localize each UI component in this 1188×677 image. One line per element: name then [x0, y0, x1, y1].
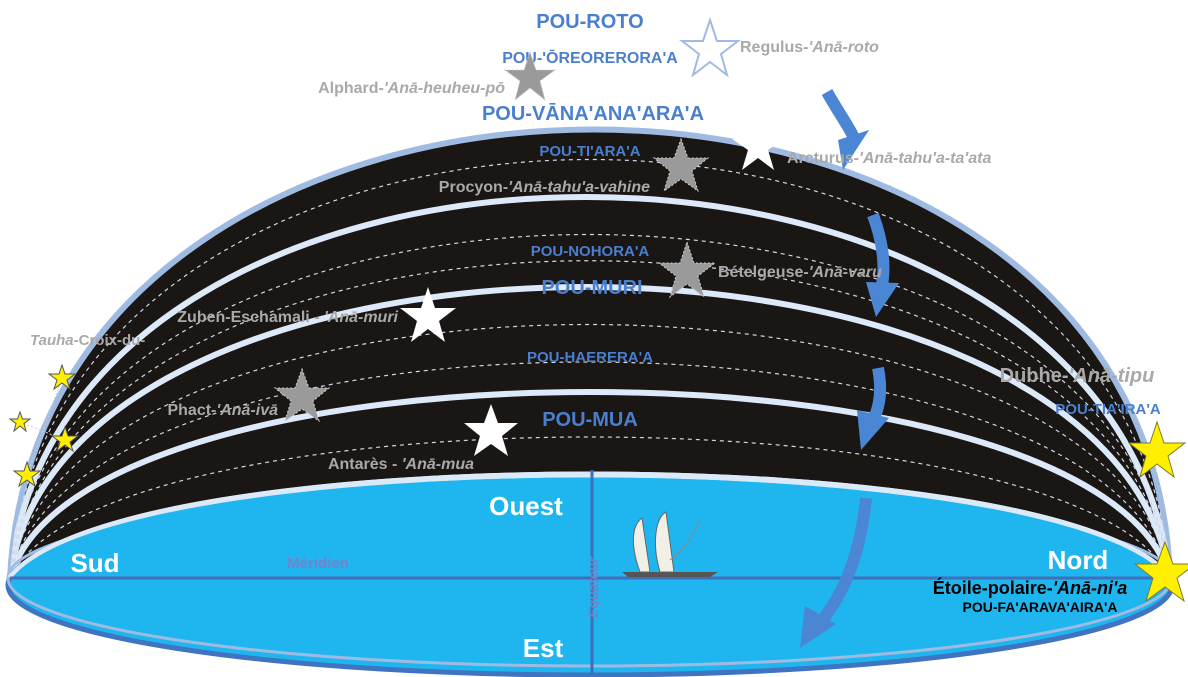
arrow-2	[867, 212, 890, 287]
star-regulus	[679, 16, 741, 78]
dome-rim	[7, 126, 1173, 579]
southern-cross	[8, 363, 80, 488]
dashed-parallel-4	[10, 323, 1170, 578]
parallel-band-muri	[10, 284, 1170, 578]
arrow-4	[813, 497, 872, 629]
label-regulus: Regulus-'Anā-roto	[740, 39, 879, 56]
label-betelgeuse: Bételgeuse-'Anā-varu	[718, 264, 882, 281]
label-zuben: Zuben-Eschamali - 'Anā-muri	[177, 309, 398, 326]
star-zuben	[400, 287, 456, 342]
direction-east: Est	[523, 633, 564, 663]
dashed-parallel-5	[10, 361, 1170, 578]
arrow-heads	[800, 130, 899, 648]
arrow-1	[821, 89, 861, 143]
star-procyon	[652, 137, 710, 193]
water-fill-upper	[12, 477, 1168, 578]
zone-pou-muri: POU-MURI	[541, 277, 642, 299]
label-phact: Phact-'Anā-ivā	[167, 402, 278, 419]
zone-pou-faarava: POU-FA'ARAVA'AIRA'A	[963, 599, 1118, 615]
star-alphard	[503, 50, 557, 102]
zone-pou-tiara: POU-TI'ARA'A	[539, 143, 640, 160]
label-dubhe: Dubhe-'Anā-tipu	[1000, 365, 1155, 387]
zone-pou-nohora: POU-NOHORA'A	[531, 243, 650, 260]
zone-pou-haerera: POU-HAERERA'A	[527, 349, 653, 366]
label-procyon: Procyon-'Anā-tahu'a-vahine	[439, 179, 650, 196]
label-crux: Tauha-Croix-du-	[30, 332, 145, 349]
label-arcturus: Arcturus-'Anā-tahu'a-ta'ata	[787, 150, 991, 167]
label-antares: Antarès - 'Anā-mua	[328, 456, 474, 473]
star-dubhe	[1127, 420, 1187, 479]
star-phact	[273, 367, 331, 423]
label-alphard: Alphard-'Anā-heuheu-pō	[318, 80, 505, 97]
dashed-parallel-6	[10, 436, 1170, 578]
zone-pou-vanaanaara: POU-VĀNA'ANA'ARA'A	[482, 103, 704, 125]
star-betelgeuse	[657, 240, 717, 299]
arrow-3	[868, 366, 887, 421]
parallel-band-vanaanaara	[10, 194, 1170, 578]
canoe-icon	[622, 511, 718, 577]
dashed-parallel-3	[10, 260, 1170, 578]
direction-west: Ouest	[489, 491, 563, 521]
zone-pou-tiatia: POU-TIA'IRA'A	[1055, 401, 1161, 418]
parallel-band-mua	[10, 389, 1170, 578]
meridian-label: Méridien	[287, 555, 349, 572]
zone-pou-roto: POU-ROTO	[536, 11, 643, 33]
zone-pou-oreorerora: POU-'ŌREORERORA'A	[502, 48, 678, 67]
direction-south: Sud	[70, 548, 119, 578]
direction-north: Nord	[1048, 545, 1109, 575]
zone-pou-mua: POU-MUA	[542, 409, 638, 431]
dashed-parallel-1	[10, 159, 1170, 578]
star-arcturus	[732, 120, 784, 170]
label-polaris: Étoile-polaire-'Anā-ni'a	[933, 577, 1128, 598]
equator-label: Equateur	[585, 556, 601, 618]
star-antares	[464, 404, 518, 456]
